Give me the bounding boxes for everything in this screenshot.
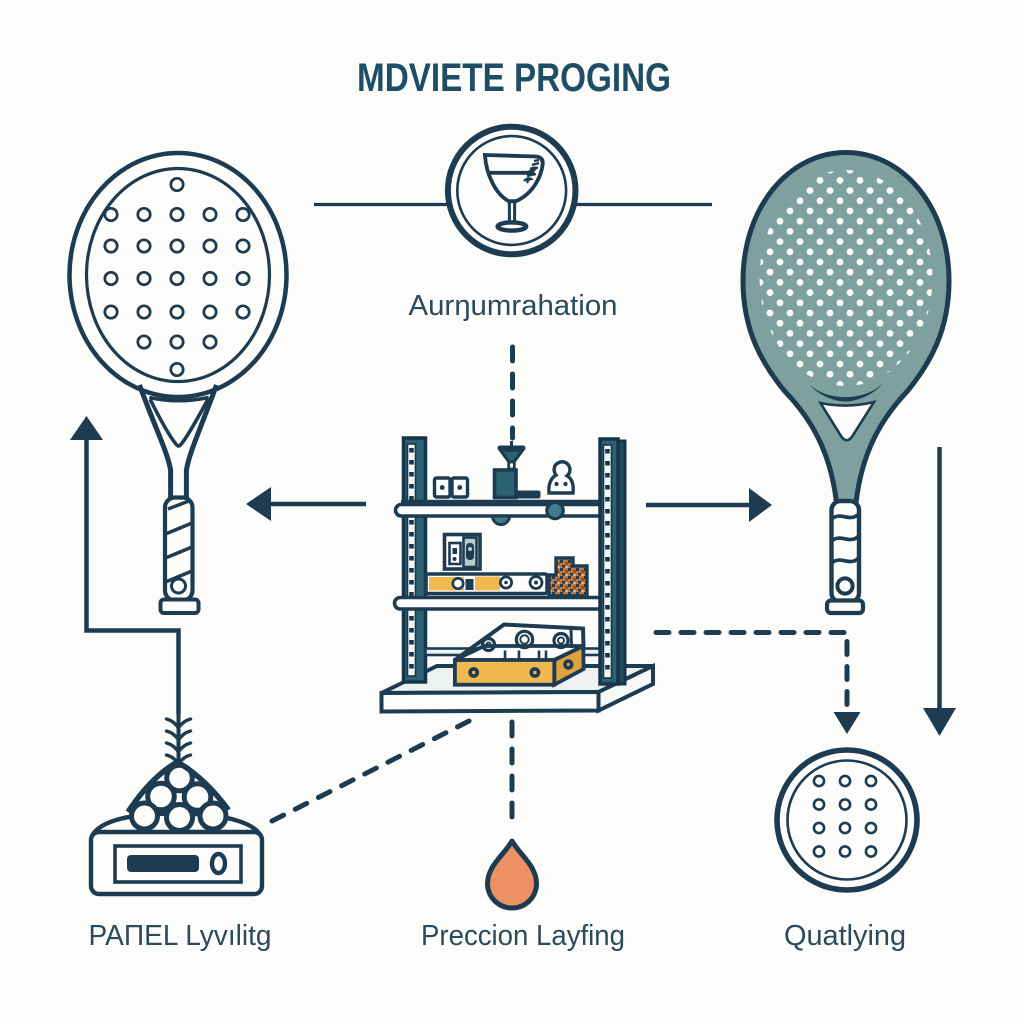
svg-text:PAΠEL Lyvılitg: PAΠEL Lyvılitg	[89, 920, 272, 952]
svg-text:Aurŋumrahation: Aurŋumrahation	[409, 290, 618, 322]
svg-text:Preccion Layfing: Preccion Layfing	[421, 920, 625, 952]
svg-text:Quatlying: Quatlying	[784, 920, 906, 952]
svg-text:MDVIETE PROGING: MDVIETE PROGING	[357, 56, 671, 100]
